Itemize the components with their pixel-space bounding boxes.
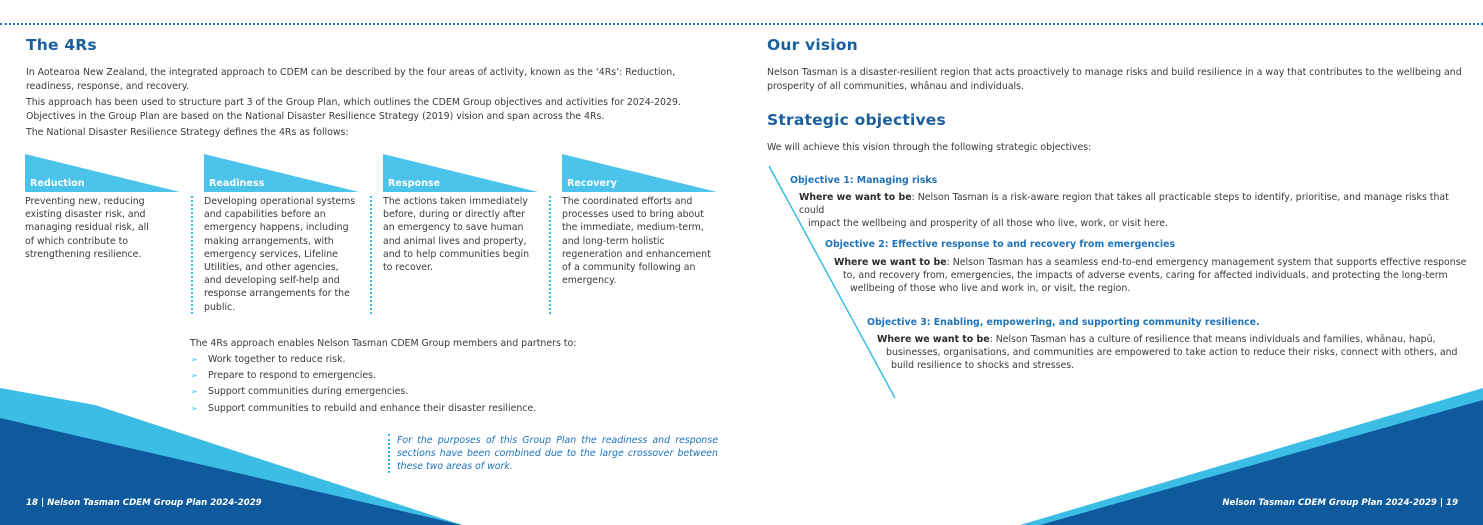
r-label-readiness: Readiness xyxy=(209,178,265,189)
arrow-bullet-icon: ➢ xyxy=(191,355,198,364)
arrow-bullet-icon: ➢ xyxy=(191,371,198,381)
r-text-readiness: Developing operational systems and capab… xyxy=(204,196,356,313)
intro-paragraph-1: In Aotearoa New Zealand, the integrated … xyxy=(26,67,676,92)
list-item: ➢Support communities to rebuild and enha… xyxy=(190,401,536,417)
r-text-response: The actions taken immediately before, du… xyxy=(383,196,530,274)
divider-1 xyxy=(191,196,193,314)
vision-text: Nelson Tasman is a disaster-resilient re… xyxy=(767,67,1462,92)
objectives-intro: We will achieve this vision through the … xyxy=(767,142,1092,153)
r-label-recovery: Recovery xyxy=(567,178,617,189)
r-column-reduction: Reduction Preventing new, reducing exist… xyxy=(25,154,183,260)
enables-list: ➢Work together to reduce risk. ➢Prepare … xyxy=(190,352,536,417)
left-page: The 4Rs In Aotearoa New Zealand, the int… xyxy=(0,0,741,525)
diagonal-accent-line xyxy=(768,165,896,399)
group-plan-note: For the purposes of this Group Plan the … xyxy=(388,434,718,473)
r-label-reduction: Reduction xyxy=(30,178,85,189)
r-header-recovery: Recovery xyxy=(562,154,717,192)
where-label: Where we want to be xyxy=(834,257,947,268)
intro-paragraph-2: This approach has been used to structure… xyxy=(26,97,681,122)
where-label: Where we want to be xyxy=(799,192,912,203)
r-text-recovery: The coordinated efforts and processes us… xyxy=(562,196,711,287)
objectives-heading: Strategic objectives xyxy=(767,111,946,129)
r-text-reduction: Preventing new, reducing existing disast… xyxy=(25,196,149,260)
objective-3-title: Objective 3: Enabling, empowering, and s… xyxy=(867,317,1260,328)
divider-2 xyxy=(370,196,372,314)
objective-2-body: Where we want to be: Nelson Tasman has a… xyxy=(834,257,1467,295)
footer-left-page-number: 18 | Nelson Tasman CDEM Group Plan 2024-… xyxy=(26,498,262,508)
footer-right-page-number: Nelson Tasman CDEM Group Plan 2024-2029 … xyxy=(1222,498,1458,508)
vision-heading: Our vision xyxy=(767,36,858,54)
arrow-bullet-icon: ➢ xyxy=(191,387,198,397)
right-page: Our vision Nelson Tasman is a disaster-r… xyxy=(742,0,1483,525)
objective-3-body: Where we want to be: Nelson Tasman has a… xyxy=(877,334,1458,372)
r-label-response: Response xyxy=(388,178,441,189)
list-item: ➢Support communities during emergencies. xyxy=(190,384,536,400)
objective-1-body: Where we want to be: Nelson Tasman is a … xyxy=(799,192,1449,230)
where-label: Where we want to be xyxy=(877,334,990,345)
r-column-readiness: Readiness Developing operational systems… xyxy=(204,154,362,313)
list-item: ➢Work together to reduce risk. xyxy=(190,352,536,368)
r-header-readiness: Readiness xyxy=(204,154,359,192)
enables-intro: The 4Rs approach enables Nelson Tasman C… xyxy=(190,338,577,349)
intro-paragraph-3: The National Disaster Resilience Strateg… xyxy=(26,127,349,138)
r-header-reduction: Reduction xyxy=(25,154,180,192)
objective-2-title: Objective 2: Effective response to and r… xyxy=(825,239,1176,250)
arrow-bullet-icon: ➢ xyxy=(191,403,198,413)
page-title-4rs: The 4Rs xyxy=(26,36,97,54)
r-header-response: Response xyxy=(383,154,538,192)
top-dotted-rule xyxy=(0,23,1483,25)
objective-1-title: Objective 1: Managing risks xyxy=(790,175,938,186)
r-column-recovery: Recovery The coordinated efforts and pro… xyxy=(562,154,720,286)
list-item: ➢Prepare to respond to emergencies. xyxy=(190,368,536,384)
divider-3 xyxy=(549,196,551,314)
r-column-response: Response The actions taken immediately b… xyxy=(383,154,541,273)
